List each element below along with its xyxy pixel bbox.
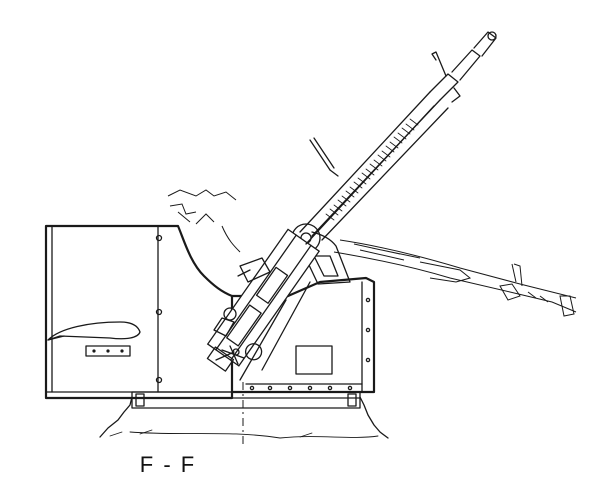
base-plinth <box>131 391 361 409</box>
ground-outline <box>99 396 389 439</box>
section-label: F - F <box>139 452 197 477</box>
sight-rods <box>309 137 339 177</box>
gun-receiver <box>206 228 321 372</box>
phantom-breech-left <box>167 189 241 253</box>
breech-grips <box>213 257 271 365</box>
elevated-barrel <box>299 31 497 245</box>
barrel-jacket-ribs <box>325 118 419 221</box>
housing-hatch <box>47 321 141 357</box>
phantom-barrel-horizontal <box>333 239 577 317</box>
shield-housing <box>44 224 234 400</box>
